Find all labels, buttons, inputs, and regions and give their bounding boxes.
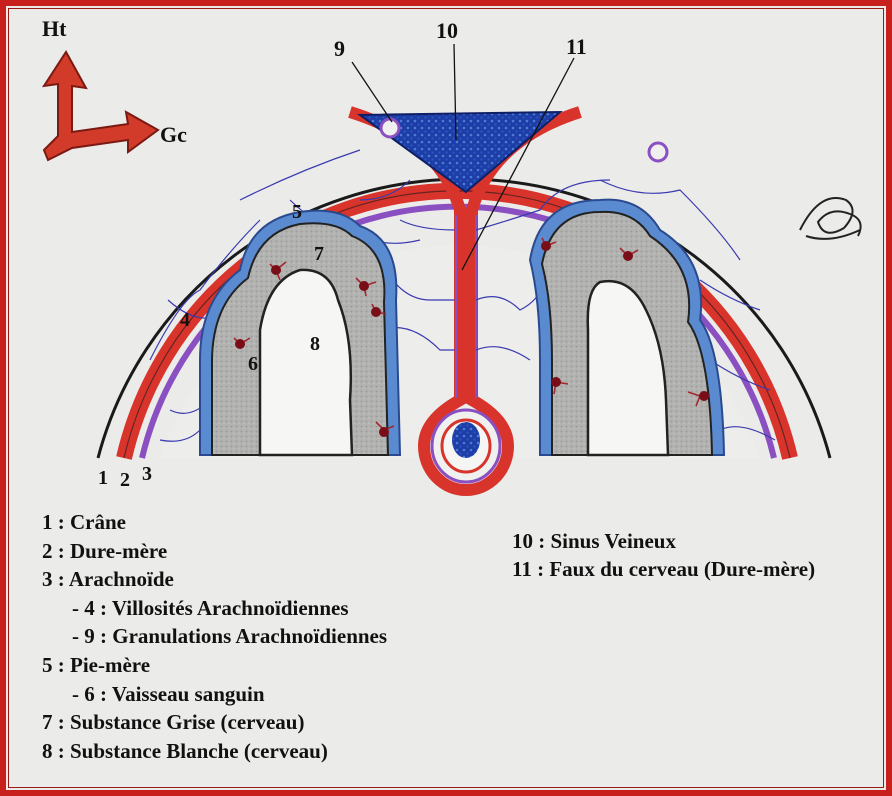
legend-left: 1 : Crâne 2 : Dure-mère 3 : Arachnoïde -… bbox=[42, 508, 387, 765]
up-arrow-icon bbox=[44, 52, 158, 160]
label-8: 8 bbox=[310, 333, 320, 355]
label-3: 3 bbox=[142, 463, 152, 485]
legend-item: 3 : Arachnoïde bbox=[42, 565, 387, 594]
label-5: 5 bbox=[292, 201, 302, 223]
legend-item: 11 : Faux du cerveau (Dure-mère) bbox=[512, 555, 842, 583]
label-11: 11 bbox=[566, 34, 587, 59]
up-label: Ht bbox=[42, 16, 67, 41]
legend-subitem: - 6 : Vaisseau sanguin bbox=[42, 680, 387, 709]
signature bbox=[800, 198, 861, 239]
legend-subitem: - 4 : Villosités Arachnoïdiennes bbox=[42, 594, 387, 623]
legend-item: 5 : Pie-mère bbox=[42, 651, 387, 680]
side-label: Gc bbox=[160, 122, 187, 147]
label-6: 6 bbox=[248, 353, 258, 375]
legend-item: 8 : Substance Blanche (cerveau) bbox=[42, 737, 387, 766]
legend-right: 10 : Sinus Veineux 11 : Faux du cerveau … bbox=[512, 527, 842, 583]
orientation-arrows: Ht Gc bbox=[42, 16, 187, 160]
legend-item: 7 : Substance Grise (cerveau) bbox=[42, 708, 387, 737]
legend-item: 2 : Dure-mère bbox=[42, 537, 387, 566]
label-7: 7 bbox=[314, 243, 324, 265]
legend-subitem: - 9 : Granulations Arachnoïdiennes bbox=[42, 622, 387, 651]
label-4: 4 bbox=[180, 309, 190, 331]
label-1: 1 bbox=[98, 467, 108, 489]
legend-item: 10 : Sinus Veineux bbox=[512, 527, 842, 555]
right-gyrus bbox=[530, 200, 724, 455]
label-10: 10 bbox=[436, 18, 458, 43]
label-9: 9 bbox=[334, 36, 345, 61]
legend-item: 1 : Crâne bbox=[42, 508, 387, 537]
left-gyrus bbox=[200, 211, 400, 455]
label-2: 2 bbox=[120, 469, 130, 491]
